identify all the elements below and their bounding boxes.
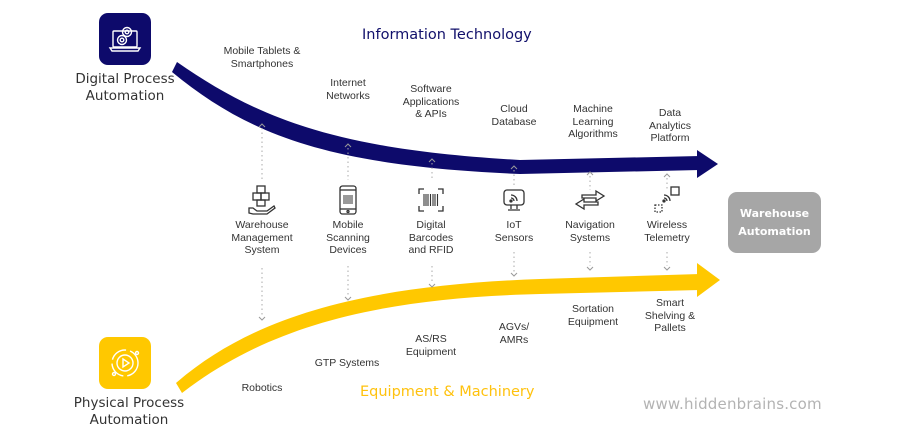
em-item-label: Sortation Equipment bbox=[568, 303, 618, 328]
em-item-label: AGVs/ AMRs bbox=[499, 321, 529, 346]
label-line: Warehouse bbox=[739, 206, 810, 220]
it-item-label: Internet Networks bbox=[326, 77, 370, 102]
monitor-signal-icon bbox=[503, 189, 525, 211]
label-line: Digital bbox=[416, 219, 446, 231]
it-item-label: Mobile Tablets & Smartphones bbox=[224, 45, 301, 70]
middle-item-warehouse-management: Warehouse Management System bbox=[217, 184, 307, 257]
label-line: Robotics bbox=[241, 382, 283, 394]
label-line: and RFID bbox=[408, 244, 454, 256]
label-line: Shelving & bbox=[644, 309, 696, 322]
em-item-label: GTP Systems bbox=[315, 357, 380, 370]
middle-item-navigation-systems: Navigation Systems bbox=[545, 184, 635, 244]
middle-item-wireless-telemetry: Wireless Telemetry bbox=[622, 184, 712, 244]
label-line: Devices bbox=[329, 244, 367, 256]
label-line: Digital Process bbox=[75, 71, 175, 87]
website-watermark: www.hiddenbrains.com bbox=[643, 395, 822, 413]
chevron-up-icon bbox=[663, 173, 671, 178]
label-line: Barcodes bbox=[408, 231, 454, 244]
chevron-up-icon bbox=[586, 171, 594, 176]
label-line: Sensors bbox=[494, 231, 534, 244]
label-line: Cloud bbox=[500, 103, 528, 115]
label-line: Software bbox=[410, 83, 452, 95]
chevron-down-icon bbox=[344, 296, 352, 301]
information-technology-heading: Information Technology bbox=[362, 27, 532, 43]
label-line: GTP Systems bbox=[314, 357, 380, 369]
chevron-up-icon bbox=[344, 143, 352, 148]
label-line: Warehouse bbox=[235, 219, 289, 231]
connectors bbox=[261, 128, 668, 316]
label-line: Platform bbox=[650, 132, 690, 144]
label-line: Algorithms bbox=[568, 128, 618, 140]
label-line: AGVs/ bbox=[498, 321, 530, 333]
label-line: Mobile bbox=[332, 219, 364, 231]
boxes-hand-icon bbox=[248, 185, 276, 215]
chevron-down-icon bbox=[510, 272, 518, 277]
label-line: Equipment bbox=[405, 345, 457, 358]
warehouse-automation-box: Warehouse Automation bbox=[728, 192, 821, 253]
label-line: Sortation bbox=[571, 303, 615, 315]
label-line: Internet bbox=[330, 77, 366, 89]
label-line: Smart bbox=[655, 297, 685, 309]
wireless-signal-icon bbox=[654, 186, 680, 213]
label-line: Automation bbox=[738, 224, 811, 238]
physical-process-label: Physical Process Automation bbox=[64, 395, 194, 429]
chevron-down-icon bbox=[586, 266, 594, 271]
barcode-scan-icon bbox=[418, 188, 444, 212]
it-item-label: Cloud Database bbox=[492, 103, 537, 128]
label-line: Scanning bbox=[326, 231, 370, 244]
em-item-label: Robotics bbox=[242, 382, 283, 395]
em-item-label: Smart Shelving & Pallets bbox=[645, 297, 695, 335]
label-line: Learning bbox=[572, 115, 614, 128]
label-line: Database bbox=[491, 115, 537, 128]
digital-process-label: Digital Process Automation bbox=[64, 71, 186, 105]
label-line: Machine bbox=[573, 103, 613, 115]
middle-item-iot-sensors: IoT Sensors bbox=[469, 184, 559, 244]
chevron-down-icon bbox=[428, 283, 436, 288]
label-line: Mobile Tablets & bbox=[223, 45, 301, 57]
label-line: Data bbox=[658, 107, 682, 119]
label-line: Automation bbox=[85, 88, 165, 104]
label-line: Pallets bbox=[654, 322, 686, 334]
label-line: Equipment bbox=[567, 315, 619, 328]
equipment-machinery-heading: Equipment & Machinery bbox=[360, 384, 535, 400]
label-line: IoT bbox=[506, 219, 522, 231]
label-line: AMRs bbox=[499, 333, 529, 346]
em-arrow-body bbox=[176, 274, 700, 393]
laptop-gears-icon bbox=[108, 26, 142, 52]
mobile-barcode-icon bbox=[339, 185, 357, 215]
digital-process-tile bbox=[99, 13, 151, 65]
physical-process-tile bbox=[99, 337, 151, 389]
label-line: Smartphones bbox=[230, 57, 294, 70]
chevron-down-icon bbox=[663, 266, 671, 271]
chevron-up-icon bbox=[258, 123, 266, 128]
label-line: Navigation bbox=[565, 219, 615, 231]
chevron-up-icon bbox=[510, 165, 518, 170]
it-item-label: Machine Learning Algorithms bbox=[568, 103, 618, 141]
label-line: Automation bbox=[89, 412, 169, 428]
it-item-label: Software Applications & APIs bbox=[403, 83, 460, 121]
label-line: Systems bbox=[569, 231, 611, 244]
em-arrow-head bbox=[697, 263, 720, 297]
label-line: Analytics bbox=[648, 119, 692, 132]
middle-item-digital-barcodes: Digital Barcodes and RFID bbox=[386, 184, 476, 257]
label-line: Applications bbox=[402, 95, 460, 108]
gear-play-icon bbox=[111, 349, 140, 377]
label-line: AS/RS bbox=[415, 333, 447, 345]
label-line: Networks bbox=[326, 89, 370, 102]
label-line: & APIs bbox=[415, 108, 447, 120]
label-line: System bbox=[244, 244, 280, 256]
label-line: Wireless bbox=[646, 219, 688, 231]
chevron-up-icon bbox=[428, 158, 436, 163]
it-arrow-head bbox=[697, 150, 718, 178]
em-item-label: AS/RS Equipment bbox=[406, 333, 456, 358]
chevron-down-icon bbox=[258, 316, 266, 321]
label-line: Management bbox=[231, 231, 293, 244]
it-item-label: Data Analytics Platform bbox=[649, 107, 691, 145]
label-line: Telemetry bbox=[644, 231, 690, 244]
swap-arrows-icon bbox=[574, 189, 606, 211]
middle-item-mobile-scanning: Mobile Scanning Devices bbox=[303, 184, 393, 257]
label-line: Physical Process bbox=[73, 395, 185, 411]
it-arrow-body bbox=[172, 62, 700, 174]
